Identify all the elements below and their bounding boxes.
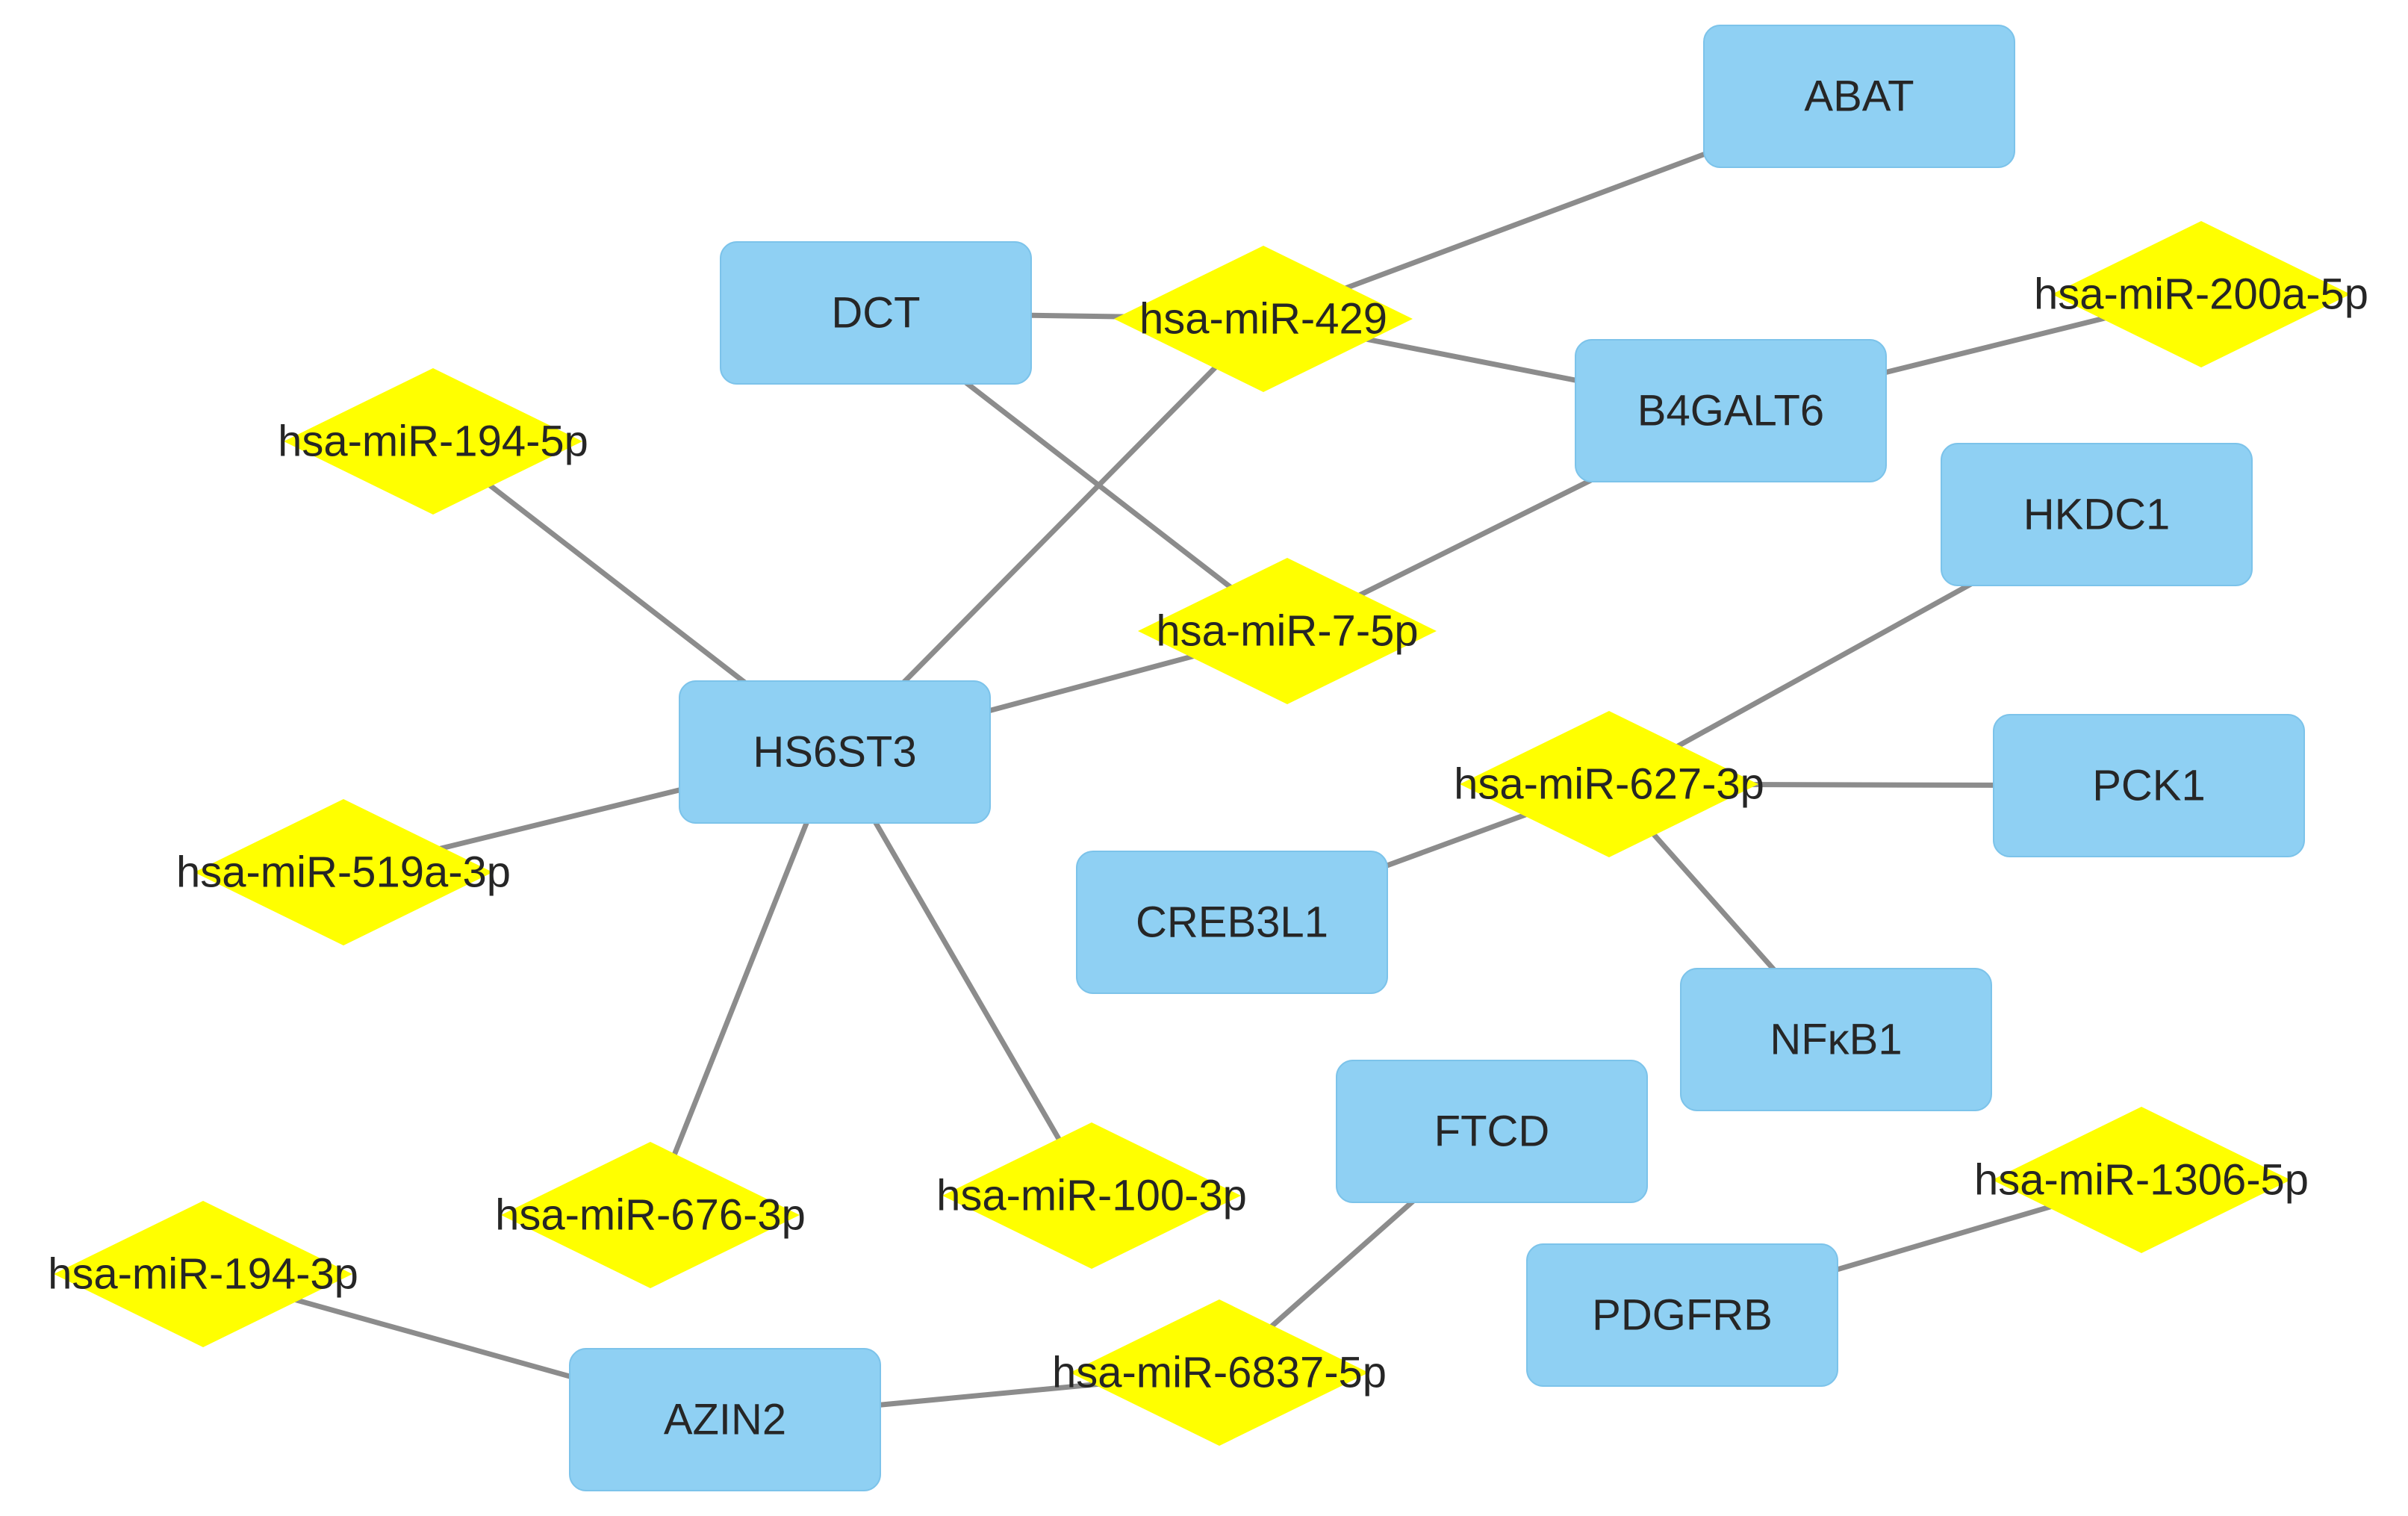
gene-node-shape — [569, 1348, 881, 1491]
gene-node-shape — [1941, 443, 2253, 586]
gene-node-dct[interactable]: DCT — [720, 241, 1032, 385]
gene-node-shape — [679, 680, 991, 824]
gene-node-shape — [720, 241, 1032, 385]
nodes-layer: ABAT DCT B4GALT6HKDC1HS6ST3PCK1CREB3L1NFκB… — [48, 25, 2368, 1491]
gene-node-pck1[interactable]: PCK1 — [1993, 714, 2305, 857]
mirna-node-label: hsa-miR-519a-3p — [176, 848, 511, 897]
gene-node-ftcd[interactable]: FTCD — [1336, 1060, 1648, 1203]
gene-node-pdgfrb[interactable]: PDGFRB — [1526, 1243, 1838, 1387]
mirna-node-shape — [942, 1122, 1241, 1269]
edge-hs6st3-mir-676-3p — [647, 749, 838, 1218]
mirna-node-mir-429[interactable]: hsa-miR-429 — [1114, 246, 1413, 392]
mirna-node-mir-100-3p[interactable]: hsa-miR-100-3p — [936, 1122, 1247, 1269]
mirna-node-shape — [194, 799, 493, 945]
gene-node-shape — [1993, 714, 2305, 857]
gene-node-label: HKDC1 — [2023, 491, 2171, 539]
gene-node-shape — [1575, 339, 1887, 482]
gene-node-label: PDGFRB — [1592, 1291, 1773, 1340]
mirna-node-label: hsa-miR-100-3p — [936, 1172, 1247, 1220]
gene-node-azin2[interactable]: AZIN2 — [569, 1348, 881, 1491]
mirna-node-label: hsa-miR-200a-5p — [2034, 270, 2368, 319]
mirna-node-mir-7-5p[interactable]: hsa-miR-7-5p — [1138, 558, 1437, 704]
mirna-node-label: hsa-miR-194-3p — [48, 1250, 358, 1299]
mirna-node-label: hsa-miR-6837-5p — [1052, 1349, 1387, 1397]
gene-node-hkdc1[interactable]: HKDC1 — [1941, 443, 2253, 586]
mirna-node-shape — [54, 1201, 352, 1347]
mirna-node-mir-1306-5p[interactable]: hsa-miR-1306-5p — [1974, 1107, 2309, 1253]
gene-node-nfkb1[interactable]: NFκB1 — [1680, 968, 1992, 1111]
gene-node-shape — [1526, 1243, 1838, 1387]
mirna-node-label: hsa-miR-1306-5p — [1974, 1156, 2309, 1205]
gene-node-label: CREB3L1 — [1136, 898, 1328, 947]
gene-node-label: DCT — [831, 289, 920, 338]
mirna-node-shape — [1138, 558, 1437, 704]
mirna-node-label: hsa-miR-676-3p — [495, 1191, 806, 1240]
gene-node-abat[interactable]: ABAT — [1703, 25, 2015, 168]
mirna-node-mir-200a-5p[interactable]: hsa-miR-200a-5p — [2034, 221, 2368, 367]
mirna-node-shape — [501, 1142, 800, 1288]
gene-node-label: B4GALT6 — [1637, 387, 1824, 435]
mirna-node-label: hsa-miR-627-3p — [1454, 760, 1764, 809]
mirna-node-shape — [1460, 711, 1758, 857]
mirna-node-shape — [284, 368, 582, 515]
gene-node-shape — [1680, 968, 1992, 1111]
mirna-node-mir-194-3p[interactable]: hsa-miR-194-3p — [48, 1201, 358, 1347]
mirna-node-mir-194-5p[interactable]: hsa-miR-194-5p — [278, 368, 588, 515]
mirna-node-mir-676-3p[interactable]: hsa-miR-676-3p — [495, 1142, 806, 1288]
mirna-node-shape — [1992, 1107, 2291, 1253]
mirna-node-mir-6837-5p[interactable]: hsa-miR-6837-5p — [1052, 1299, 1387, 1446]
mirna-node-label: hsa-miR-429 — [1139, 295, 1387, 344]
gene-node-creb3l1[interactable]: CREB3L1 — [1076, 851, 1388, 994]
gene-node-label: FTCD — [1434, 1108, 1550, 1156]
gene-node-b4galt6[interactable]: B4GALT6 — [1575, 339, 1887, 482]
mirna-node-shape — [2052, 221, 2351, 367]
gene-node-label: ABAT — [1804, 72, 1914, 121]
gene-node-label: AZIN2 — [664, 1396, 786, 1444]
mirna-node-label: hsa-miR-194-5p — [278, 417, 588, 466]
gene-node-label: NFκB1 — [1770, 1016, 1902, 1064]
edge-hs6st3-mir-429 — [832, 316, 1266, 755]
gene-node-shape — [1076, 851, 1388, 994]
gene-node-hs6st3[interactable]: HS6ST3 — [679, 680, 991, 824]
edge-hs6st3-mir-100-3p — [832, 749, 1095, 1199]
mirna-node-label: hsa-miR-7-5p — [1156, 607, 1418, 656]
mirna-node-mir-519a-3p[interactable]: hsa-miR-519a-3p — [176, 799, 511, 945]
mirna-node-mir-627-3p[interactable]: hsa-miR-627-3p — [1454, 711, 1764, 857]
mirna-node-shape — [1070, 1299, 1369, 1446]
mirna-node-shape — [1114, 246, 1413, 392]
gene-node-label: PCK1 — [2092, 762, 2206, 810]
gene-node-label: HS6ST3 — [753, 728, 916, 777]
gene-node-shape — [1336, 1060, 1648, 1203]
gene-node-shape — [1703, 25, 2015, 168]
